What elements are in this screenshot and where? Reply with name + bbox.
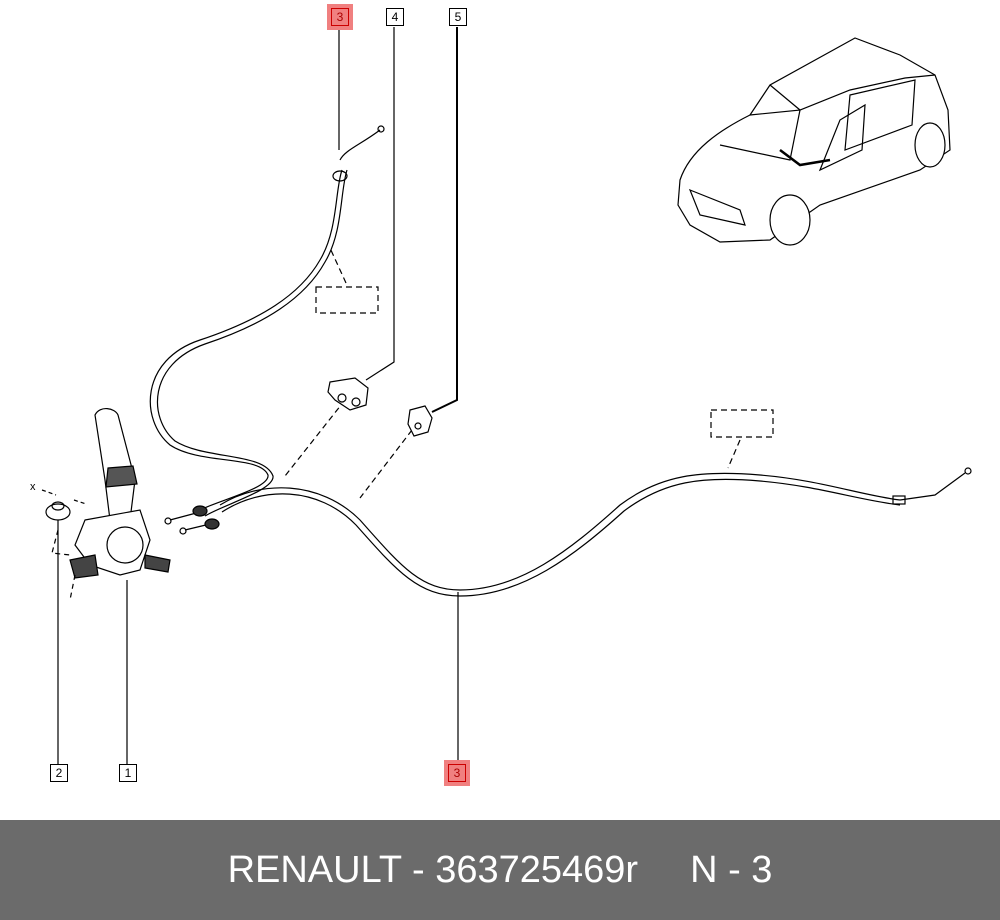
page-label: N - 3 xyxy=(690,848,773,891)
callout-3-top[interactable]: 3 xyxy=(327,4,353,30)
x-marker: x xyxy=(30,481,36,493)
cable-end-top xyxy=(339,129,381,161)
part-number: RENAULT - 363725469r xyxy=(227,848,639,891)
main-cable-inner xyxy=(221,478,901,597)
nut-part-2 xyxy=(45,501,71,521)
callout-5[interactable]: 5 xyxy=(449,8,467,26)
callout-1[interactable]: 1 xyxy=(119,764,137,782)
cable-end-right xyxy=(899,472,966,501)
car-illustration xyxy=(677,37,951,246)
clip-part-5 xyxy=(407,405,433,437)
handbrake-lever xyxy=(69,408,171,579)
callout-3-bottom[interactable]: 3 xyxy=(444,760,470,786)
footer-bar: RENAULT - 363725469r N - 3 xyxy=(0,820,1000,920)
leader-5 xyxy=(431,27,458,413)
clip-part-4 xyxy=(327,377,369,411)
upper-cable xyxy=(149,169,343,511)
callout-2[interactable]: 2 xyxy=(50,764,68,782)
dashed-box-top xyxy=(315,286,379,314)
dashed-box-right xyxy=(710,409,774,438)
parts-diagram: x xyxy=(30,27,972,764)
main-cable xyxy=(219,472,901,591)
callout-4[interactable]: 4 xyxy=(386,8,404,26)
upper-cable-inner xyxy=(156,169,348,517)
leader-4 xyxy=(365,27,395,381)
